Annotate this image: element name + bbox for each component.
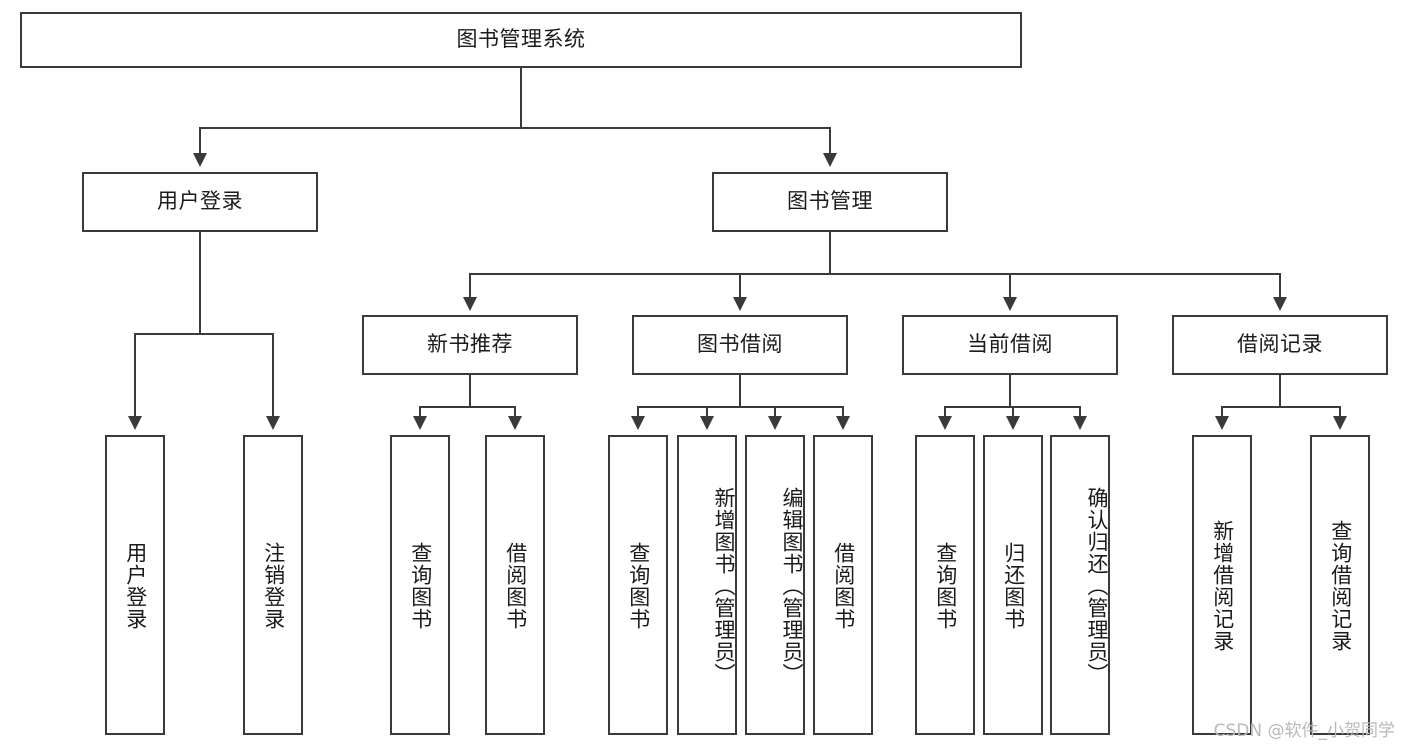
arrow-root-to-book-manage — [823, 153, 837, 167]
connector-user-login-bar — [134, 333, 272, 335]
arrow-book-manage-to-new-book-rec — [463, 297, 477, 311]
node-leaf-borrow-book-2-label: 借阅图书 — [831, 542, 856, 630]
connector-new-book-rec-trunk — [469, 375, 471, 407]
connector-borrow-record-to-leaf-2 — [1339, 406, 1341, 418]
node-borrow-record[interactable]: 借阅记录 — [1172, 315, 1388, 375]
node-leaf-borrow-book-1-label: 借阅图书 — [503, 542, 528, 630]
connector-borrow-record-to-leaf-1 — [1221, 406, 1223, 418]
arrow-current-borrow-to-leaf-2 — [1006, 416, 1020, 430]
connector-root-trunk — [520, 68, 522, 128]
node-leaf-add-record-label: 新增借阅记录 — [1210, 520, 1235, 652]
node-leaf-user-logout-label: 注销登录 — [261, 542, 286, 630]
node-leaf-confirm-return-label: 确认归还（管理员） — [1085, 487, 1109, 685]
node-current-borrow-label: 当前借阅 — [967, 332, 1053, 357]
connector-book-manage-to-new-book-rec — [469, 273, 471, 299]
node-leaf-query-book-3[interactable]: 查询图书 — [915, 435, 975, 735]
node-new-book-rec-label: 新书推荐 — [427, 332, 513, 357]
node-leaf-borrow-book-2[interactable]: 借阅图书 — [813, 435, 873, 735]
node-book-manage[interactable]: 图书管理 — [712, 172, 948, 232]
node-leaf-query-book-1-label: 查询图书 — [408, 542, 433, 630]
connector-current-borrow-to-leaf-1 — [944, 406, 946, 418]
arrow-user-login-to-leaf-1 — [128, 416, 142, 430]
connector-user-login-to-leaf-1 — [134, 333, 136, 418]
arrow-current-borrow-to-leaf-1 — [938, 416, 952, 430]
node-leaf-query-book-2-label: 查询图书 — [626, 542, 651, 630]
arrow-borrow-record-to-leaf-2 — [1333, 416, 1347, 430]
arrow-book-borrow-to-leaf-4 — [836, 416, 850, 430]
node-leaf-borrow-book-1[interactable]: 借阅图书 — [485, 435, 545, 735]
node-user-login-label: 用户登录 — [157, 189, 243, 214]
node-leaf-add-record[interactable]: 新增借阅记录 — [1192, 435, 1252, 735]
connector-book-borrow-trunk — [739, 375, 741, 407]
node-book-manage-label: 图书管理 — [787, 189, 873, 214]
arrow-user-login-to-leaf-2 — [266, 416, 280, 430]
connector-book-manage-trunk — [829, 232, 831, 274]
connector-book-manage-bar — [469, 273, 1280, 275]
connector-root-to-user-login — [199, 127, 201, 155]
connector-book-manage-to-current-borrow — [1009, 273, 1011, 299]
node-new-book-rec[interactable]: 新书推荐 — [362, 315, 578, 375]
node-leaf-query-record-label: 查询借阅记录 — [1328, 520, 1353, 652]
connector-book-borrow-to-leaf-3 — [774, 406, 776, 418]
node-leaf-return-book-label: 归还图书 — [1001, 542, 1026, 630]
node-leaf-query-record[interactable]: 查询借阅记录 — [1310, 435, 1370, 735]
node-leaf-query-book-1[interactable]: 查询图书 — [390, 435, 450, 735]
node-leaf-query-book-2[interactable]: 查询图书 — [608, 435, 668, 735]
connector-current-borrow-to-leaf-3 — [1079, 406, 1081, 418]
connector-borrow-record-trunk — [1279, 375, 1281, 407]
node-leaf-return-book[interactable]: 归还图书 — [983, 435, 1043, 735]
node-root[interactable]: 图书管理系统 — [20, 12, 1022, 68]
connector-book-borrow-bar — [637, 406, 844, 408]
connector-current-borrow-trunk — [1009, 375, 1011, 407]
node-borrow-record-label: 借阅记录 — [1237, 332, 1323, 357]
connector-book-borrow-to-leaf-1 — [637, 406, 639, 418]
arrow-root-to-user-login — [193, 153, 207, 167]
connector-new-book-rec-to-leaf-2 — [514, 406, 516, 418]
connector-borrow-record-bar — [1221, 406, 1341, 408]
connector-book-manage-to-borrow-record — [1279, 273, 1281, 299]
connector-new-book-rec-bar — [419, 406, 515, 408]
node-user-login[interactable]: 用户登录 — [82, 172, 318, 232]
arrow-book-borrow-to-leaf-2 — [700, 416, 714, 430]
node-book-borrow[interactable]: 图书借阅 — [632, 315, 848, 375]
node-leaf-add-book-label: 新增图书（管理员） — [712, 487, 736, 685]
arrow-book-borrow-to-leaf-1 — [631, 416, 645, 430]
connector-root-bar — [199, 127, 831, 129]
node-root-label: 图书管理系统 — [456, 27, 586, 52]
node-leaf-user-logout[interactable]: 注销登录 — [243, 435, 303, 735]
node-leaf-add-book[interactable]: 新增图书（管理员） — [677, 435, 737, 735]
connector-root-to-book-manage — [829, 127, 831, 155]
node-leaf-edit-book-label: 编辑图书（管理员） — [780, 487, 804, 685]
connector-book-borrow-to-leaf-2 — [706, 406, 708, 418]
node-leaf-edit-book[interactable]: 编辑图书（管理员） — [745, 435, 805, 735]
node-current-borrow[interactable]: 当前借阅 — [902, 315, 1118, 375]
arrow-book-borrow-to-leaf-3 — [768, 416, 782, 430]
node-leaf-query-book-3-label: 查询图书 — [933, 542, 958, 630]
arrow-book-manage-to-book-borrow — [733, 297, 747, 311]
node-book-borrow-label: 图书借阅 — [697, 332, 783, 357]
node-leaf-confirm-return[interactable]: 确认归还（管理员） — [1050, 435, 1110, 735]
arrow-borrow-record-to-leaf-1 — [1215, 416, 1229, 430]
node-leaf-user-login-label: 用户登录 — [123, 542, 148, 630]
connector-user-login-to-leaf-2 — [272, 333, 274, 418]
arrow-new-book-rec-to-leaf-1 — [413, 416, 427, 430]
connector-current-borrow-to-leaf-2 — [1012, 406, 1014, 418]
arrow-current-borrow-to-leaf-3 — [1073, 416, 1087, 430]
node-leaf-user-login[interactable]: 用户登录 — [105, 435, 165, 735]
arrow-book-manage-to-current-borrow — [1003, 297, 1017, 311]
arrow-book-manage-to-borrow-record — [1273, 297, 1287, 311]
connector-book-manage-to-book-borrow — [739, 273, 741, 299]
connector-book-borrow-to-leaf-4 — [842, 406, 844, 418]
arrow-new-book-rec-to-leaf-2 — [508, 416, 522, 430]
connector-user-login-trunk — [199, 232, 201, 334]
watermark: CSDN @软件_小贺同学 — [1213, 721, 1395, 741]
connector-new-book-rec-to-leaf-1 — [419, 406, 421, 418]
